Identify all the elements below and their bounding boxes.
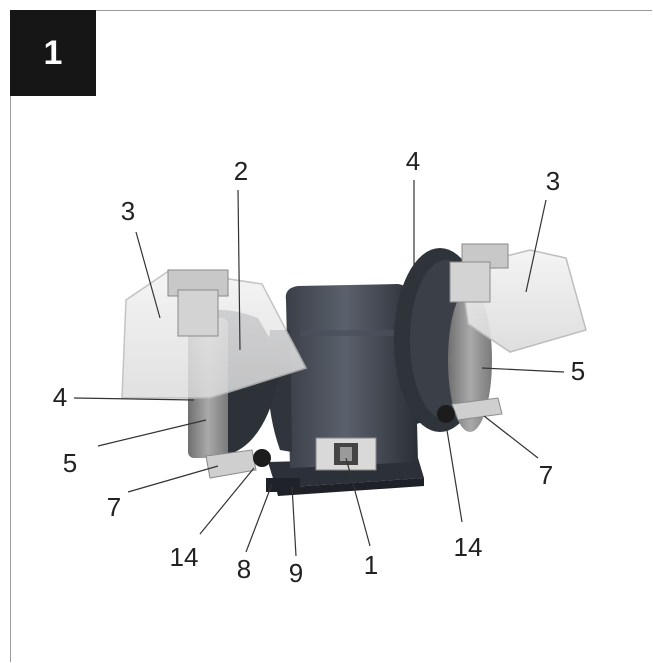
- callout-9: 9: [289, 558, 303, 588]
- leader-3-left: [135, 231, 161, 319]
- mounting-foot-left: [266, 478, 300, 492]
- leader-7-left: [127, 465, 219, 493]
- leader-9: [291, 485, 297, 557]
- callout-7-left: 7: [107, 492, 121, 522]
- figure-frame: [10, 10, 652, 662]
- callout-3-left: 3: [121, 196, 135, 226]
- power-switch: [315, 437, 377, 471]
- adjust-knob-left: [253, 449, 271, 467]
- tool-rest-left: [205, 449, 257, 479]
- shield-bracket-right: [449, 243, 509, 303]
- leader-5-right: [481, 367, 565, 373]
- tool-rest-right: [451, 397, 503, 421]
- callout-1: 1: [364, 550, 378, 580]
- leader-14-right: [445, 423, 463, 523]
- leader-4-left: [73, 397, 195, 401]
- adjust-knob-right: [437, 405, 455, 423]
- callout-4-top: 4: [406, 146, 420, 176]
- leader-8: [245, 483, 273, 553]
- callout-14-left: 14: [170, 542, 199, 572]
- callout-2: 2: [234, 156, 248, 186]
- leader-3-right: [525, 199, 547, 293]
- eye-shield-right: [459, 249, 587, 353]
- callout-14-right: 14: [454, 532, 483, 562]
- callout-8: 8: [237, 554, 251, 584]
- callout-4-left: 4: [53, 382, 67, 412]
- leader-2: [237, 189, 241, 351]
- shield-bracket-left: [167, 269, 229, 337]
- callout-5-left: 5: [63, 448, 77, 478]
- leader-lines: [73, 180, 565, 557]
- callout-3-right: 3: [546, 166, 560, 196]
- callout-7-right: 7: [539, 460, 553, 490]
- leader-14-left: [199, 467, 255, 535]
- leader-7-right: [483, 415, 539, 459]
- leader-1: [345, 457, 371, 547]
- callout-5-right: 5: [571, 356, 585, 386]
- leader-5-left: [97, 419, 207, 447]
- figure-number-badge: 1: [10, 10, 96, 96]
